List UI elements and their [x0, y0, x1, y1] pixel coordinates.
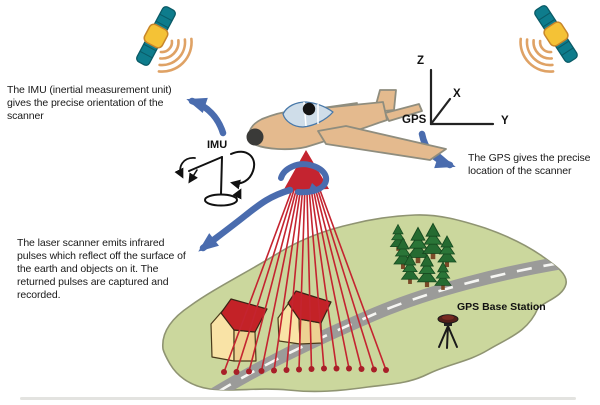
road — [196, 255, 567, 392]
house-icon-left — [210, 298, 268, 362]
ground-shadow-line — [20, 397, 576, 400]
axis-z-label: Z — [417, 55, 425, 67]
imu-gyroscope-icon — [174, 150, 256, 207]
laser-scan-icon — [223, 150, 387, 373]
axis-y-label: Y — [501, 115, 509, 127]
axis-x-label: X — [453, 88, 461, 100]
airplane-icon — [246, 89, 447, 161]
gps-base-station-icon — [437, 314, 459, 349]
gps-label: GPS — [402, 114, 427, 126]
satellite-icon-right — [519, 5, 578, 73]
laser-note: The laser scanner emits infrared pulses … — [17, 237, 186, 301]
annotation-arrows — [186, 97, 456, 252]
curved-arrow-to-imu-note-icon — [186, 97, 227, 137]
signal-waves-icon — [157, 37, 193, 73]
imu-label: IMU — [207, 139, 228, 151]
laser-return-dots — [221, 365, 389, 375]
gps-note: The GPS gives the precise location of th… — [468, 152, 591, 177]
curved-arrow-to-laser-note-icon — [198, 186, 294, 252]
satellite-icon-left — [136, 6, 193, 73]
signal-waves-icon — [519, 37, 555, 73]
gps-base-station-label: GPS Base Station — [457, 301, 546, 313]
imu-note: The IMU (inertial measurement unit) give… — [7, 84, 172, 122]
laser-rotation-arrowhead-icon — [307, 183, 321, 195]
xyz-axes-icon — [429, 68, 495, 126]
